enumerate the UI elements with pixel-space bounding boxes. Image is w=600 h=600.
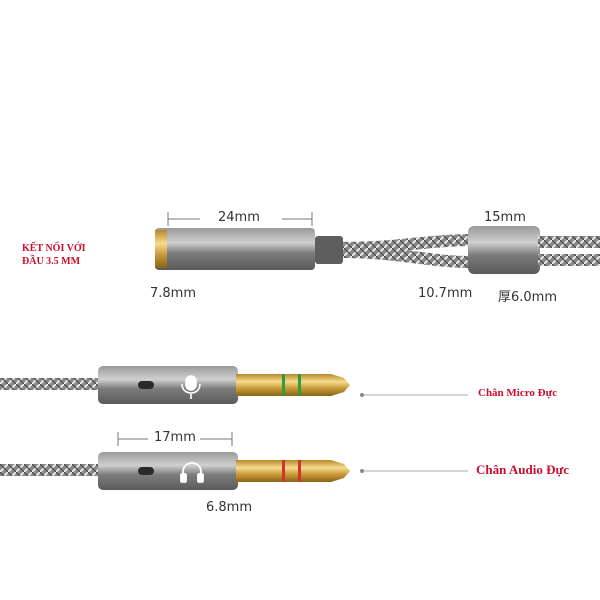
female-diameter-dim: 7.8mm	[150, 286, 197, 301]
female-jack-housing	[155, 228, 315, 270]
mic-plug-assembly	[0, 366, 350, 404]
audio-plug-assembly	[0, 452, 350, 490]
cable-braid	[0, 464, 102, 476]
mic-pin-label: Chân Micro Đực	[478, 387, 558, 399]
female-jack-gold-rim	[155, 230, 167, 268]
plug-diameter-dim: 6.8mm	[206, 500, 253, 515]
audio-leader-dot	[360, 469, 364, 473]
female-jack-assembly	[155, 226, 600, 274]
female-length-dim: 24mm	[218, 210, 260, 225]
microphone-icon	[181, 375, 201, 399]
connect-label-line1: KẾT NỐI VỚI	[22, 243, 86, 254]
mic-plug-slot	[138, 381, 154, 389]
mic-leader-dot	[360, 393, 364, 397]
plug-length-dim: 17mm	[154, 430, 196, 445]
splitter-housing	[468, 226, 540, 274]
cable-braid	[339, 246, 471, 268]
headphone-icon	[180, 462, 204, 483]
audio-pin-label: Chân Audio Đực	[476, 462, 570, 477]
connect-label-line2: ĐẦU 3.5 MM	[22, 256, 81, 267]
dimension-lines-bottom	[117, 432, 233, 446]
connect-label: KẾT NỐI VỚI ĐẦU 3.5 MM	[22, 242, 86, 268]
audio-plug-slot	[138, 467, 154, 475]
mic-plug-housing	[98, 366, 238, 404]
cable-braid	[0, 378, 102, 390]
cable-braid	[538, 236, 600, 248]
audio-insulator-ring	[282, 460, 285, 482]
audio-plug-tip	[331, 460, 350, 482]
splitter-thickness-dim: 厚6.0mm	[498, 290, 558, 305]
audio-insulator-ring	[298, 460, 301, 482]
mic-insulator-ring	[298, 374, 301, 396]
dimension-lines-top	[167, 212, 313, 226]
splitter-length-dim: 15mm	[484, 210, 526, 225]
mic-plug-tip	[331, 374, 350, 396]
audio-plug-housing	[98, 452, 238, 490]
mic-insulator-ring	[282, 374, 285, 396]
splitter-width-dim: 10.7mm	[418, 286, 473, 301]
female-jack-strain-relief	[315, 236, 343, 264]
cable-braid	[538, 254, 600, 266]
